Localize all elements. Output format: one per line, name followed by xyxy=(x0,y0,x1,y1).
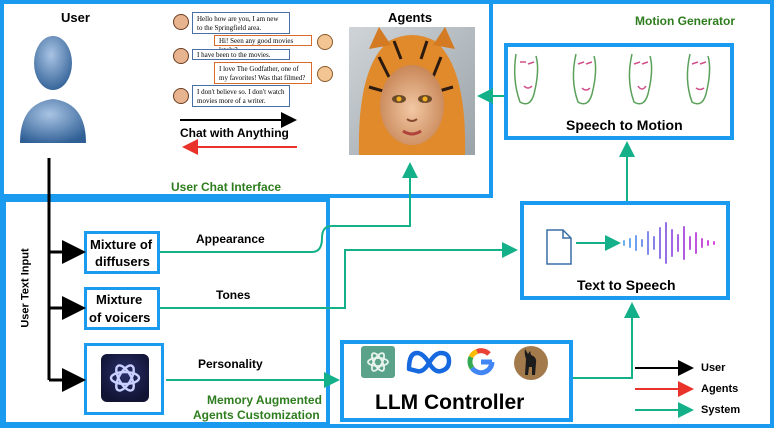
user-heading: User xyxy=(61,10,90,25)
tones-label: Tones xyxy=(216,288,251,302)
system-arrows xyxy=(160,88,640,388)
legend-user-label: User xyxy=(701,362,726,374)
meta-logo-icon xyxy=(406,350,452,374)
chat-user-avatar-2 xyxy=(173,48,189,64)
chat-message-4: I love The Godfather, one of my favorite… xyxy=(214,62,312,84)
openai-logo-small-icon xyxy=(361,346,395,378)
legend-agents-label: Agents xyxy=(701,383,739,395)
chat-message-2: Hi! Seen any good movies lately? xyxy=(214,35,312,54)
vertical-user-text-input: User Text Input xyxy=(19,248,32,328)
chat-message-1: Hello how are you, I am new to the Sprin… xyxy=(192,12,290,34)
voicers-label-line2: of voicers xyxy=(89,310,151,325)
appearance-label: Appearance xyxy=(196,232,265,246)
customization-label-line2: Agents Customization xyxy=(193,408,320,422)
chat-agent-avatar-2 xyxy=(317,66,333,82)
face-sketch-icon xyxy=(513,53,711,105)
diffusers-label-line1: Mixture of xyxy=(90,237,153,252)
motion-inner-box xyxy=(504,43,734,140)
motion-generator-label: Motion Generator xyxy=(635,14,736,28)
llm-controller-label: LLM Controller xyxy=(375,391,525,414)
speech-to-motion-label: Speech to Motion xyxy=(566,117,683,133)
user-input-arrows xyxy=(47,158,86,392)
voicers-box xyxy=(84,287,160,330)
chat-user-avatar-3 xyxy=(173,88,189,104)
customization-panel xyxy=(2,198,330,426)
google-logo-icon xyxy=(467,348,495,376)
tiger-agent-portrait xyxy=(349,27,475,155)
chat-user-avatar-1 xyxy=(173,14,189,30)
llama-logo-icon xyxy=(514,346,548,380)
customization-label-line1: Memory Augmented xyxy=(207,393,322,407)
chat-caption: Chat with Anything xyxy=(180,126,289,140)
chat-agent-avatar-1 xyxy=(317,34,333,50)
legend-system-label: System xyxy=(701,404,741,416)
agents-heading: Agents xyxy=(388,10,433,25)
document-icon xyxy=(546,229,572,265)
chat-message-3: I have been to the movies. xyxy=(192,49,290,60)
voicers-label-line1: Mixture xyxy=(96,292,143,307)
openai-logo-icon xyxy=(101,354,149,402)
user-chat-interface-label: User Chat Interface xyxy=(171,180,282,194)
text-to-speech-label: Text to Speech xyxy=(577,277,676,293)
diffusers-label-line2: diffusers xyxy=(95,254,150,269)
waveform-icon xyxy=(623,222,715,264)
user-silhouette-icon xyxy=(20,36,86,143)
personality-label: Personality xyxy=(198,357,263,371)
chat-message-5: I don't believe so. I don't watch movies… xyxy=(192,85,290,107)
